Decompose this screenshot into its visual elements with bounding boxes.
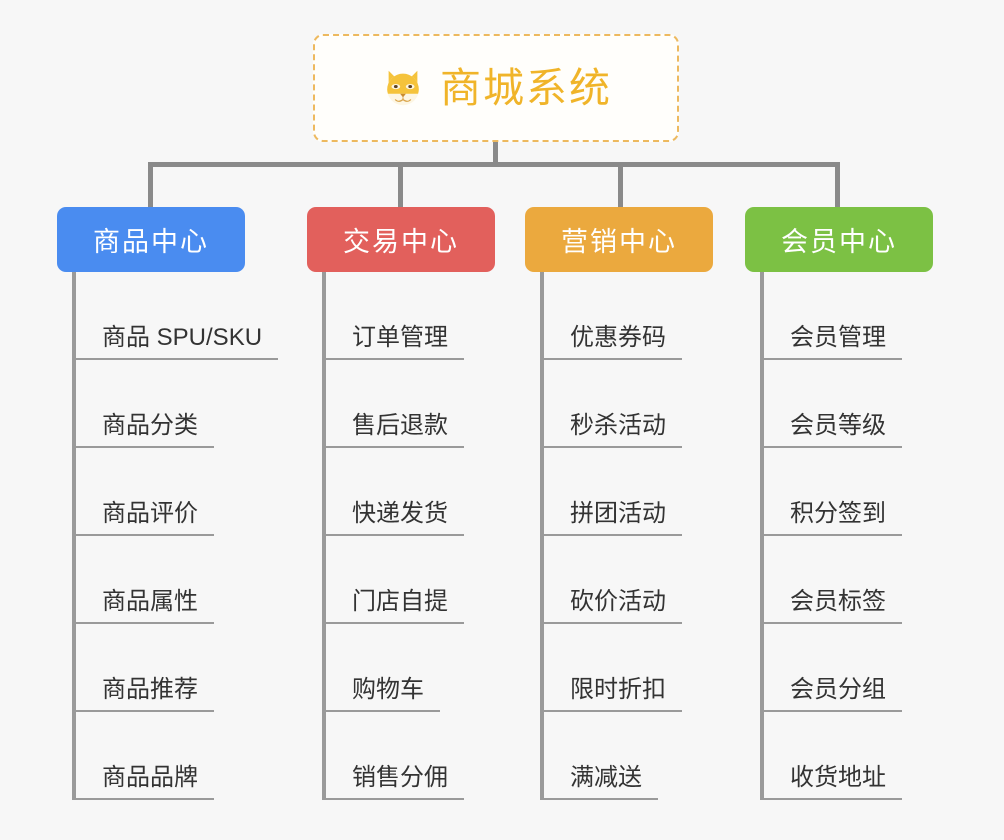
column-trunk-line bbox=[540, 272, 544, 800]
category-header-marketing[interactable]: 营销中心 bbox=[525, 207, 713, 272]
leaf-item[interactable]: 商品属性 bbox=[72, 536, 278, 624]
leaf-item[interactable]: 秒杀活动 bbox=[540, 360, 682, 448]
leaf-item-label: 秒杀活动 bbox=[540, 412, 682, 448]
leaf-item[interactable]: 商品品牌 bbox=[72, 712, 278, 800]
leaf-item[interactable]: 拼团活动 bbox=[540, 448, 682, 536]
leaf-item-label: 售后退款 bbox=[322, 412, 464, 448]
leaf-item-label: 商品评价 bbox=[72, 500, 214, 536]
leaf-item-label: 商品分类 bbox=[72, 412, 214, 448]
leaf-item[interactable]: 会员分组 bbox=[760, 624, 902, 712]
leaf-item[interactable]: 售后退款 bbox=[322, 360, 464, 448]
leaf-item-label: 商品属性 bbox=[72, 588, 214, 624]
leaf-item[interactable]: 收货地址 bbox=[760, 712, 902, 800]
leaf-item[interactable]: 商品推荐 bbox=[72, 624, 278, 712]
leaf-item[interactable]: 订单管理 bbox=[322, 272, 464, 360]
leaf-item-label: 会员管理 bbox=[760, 324, 902, 360]
leaf-item-label: 购物车 bbox=[322, 676, 440, 712]
category-header-trade[interactable]: 交易中心 bbox=[307, 207, 495, 272]
leaf-item[interactable]: 门店自提 bbox=[322, 536, 464, 624]
leaf-item-label: 会员等级 bbox=[760, 412, 902, 448]
leaf-item-label: 会员标签 bbox=[760, 588, 902, 624]
leaf-item-label: 门店自提 bbox=[322, 588, 464, 624]
leaf-item[interactable]: 砍价活动 bbox=[540, 536, 682, 624]
root-node-title: 商城系统 bbox=[440, 64, 612, 111]
leaf-item[interactable]: 限时折扣 bbox=[540, 624, 682, 712]
connector-root-stem bbox=[493, 142, 498, 164]
column-trunk-line bbox=[72, 272, 76, 800]
shiba-dog-face-icon bbox=[387, 70, 419, 106]
leaf-item-label: 商品 SPU/SKU bbox=[72, 324, 279, 360]
root-node-mall-system[interactable]: 商城系统 bbox=[313, 34, 679, 142]
column-trunk-line bbox=[322, 272, 326, 800]
connector-drop-1 bbox=[148, 162, 153, 208]
leaf-item-label: 优惠券码 bbox=[540, 324, 682, 360]
leaf-item-label: 砍价活动 bbox=[540, 588, 682, 624]
category-header-label: 营销中心 bbox=[561, 227, 677, 257]
leaf-item-label: 限时折扣 bbox=[540, 676, 682, 712]
leaf-item[interactable]: 会员等级 bbox=[760, 360, 902, 448]
category-header-label: 商品中心 bbox=[93, 227, 209, 257]
leaf-item[interactable]: 满减送 bbox=[540, 712, 682, 800]
leaf-item[interactable]: 购物车 bbox=[322, 624, 464, 712]
leaf-item-label: 快递发货 bbox=[322, 500, 464, 536]
category-header-label: 交易中心 bbox=[343, 227, 459, 257]
leaf-list-product: 商品 SPU/SKU 商品分类 商品评价 商品属性 商品推荐 商品品牌 bbox=[72, 272, 279, 800]
leaf-item[interactable]: 优惠券码 bbox=[540, 272, 682, 360]
category-header-label: 会员中心 bbox=[781, 227, 897, 257]
leaf-item[interactable]: 会员管理 bbox=[760, 272, 902, 360]
leaf-item-label: 商品品牌 bbox=[72, 764, 214, 800]
leaf-list-marketing: 优惠券码 秒杀活动 拼团活动 砍价活动 限时折扣 满减送 bbox=[540, 272, 682, 800]
leaf-item[interactable]: 快递发货 bbox=[322, 448, 464, 536]
leaf-item[interactable]: 商品 SPU/SKU bbox=[72, 272, 279, 360]
category-header-product[interactable]: 商品中心 bbox=[57, 207, 245, 272]
leaf-item[interactable]: 销售分佣 bbox=[322, 712, 464, 800]
leaf-item-label: 订单管理 bbox=[322, 324, 464, 360]
connector-drop-4 bbox=[835, 162, 840, 208]
column-trunk-line bbox=[760, 272, 764, 800]
leaf-item-label: 拼团活动 bbox=[540, 500, 682, 536]
leaf-item-label: 满减送 bbox=[540, 764, 658, 800]
leaf-item-label: 积分签到 bbox=[760, 500, 902, 536]
connector-drop-2 bbox=[398, 162, 403, 208]
connector-drop-3 bbox=[618, 162, 623, 208]
leaf-item[interactable]: 积分签到 bbox=[760, 448, 902, 536]
category-header-member[interactable]: 会员中心 bbox=[745, 207, 933, 272]
connector-horizontal-bus bbox=[148, 162, 840, 167]
leaf-item-label: 收货地址 bbox=[760, 764, 902, 800]
leaf-list-member: 会员管理 会员等级 积分签到 会员标签 会员分组 收货地址 bbox=[760, 272, 902, 800]
leaf-item[interactable]: 会员标签 bbox=[760, 536, 902, 624]
leaf-item-label: 销售分佣 bbox=[322, 764, 464, 800]
leaf-item[interactable]: 商品分类 bbox=[72, 360, 278, 448]
leaf-item-label: 商品推荐 bbox=[72, 676, 214, 712]
leaf-item-label: 会员分组 bbox=[760, 676, 902, 712]
leaf-item[interactable]: 商品评价 bbox=[72, 448, 278, 536]
leaf-list-trade: 订单管理 售后退款 快递发货 门店自提 购物车 销售分佣 bbox=[322, 272, 464, 800]
